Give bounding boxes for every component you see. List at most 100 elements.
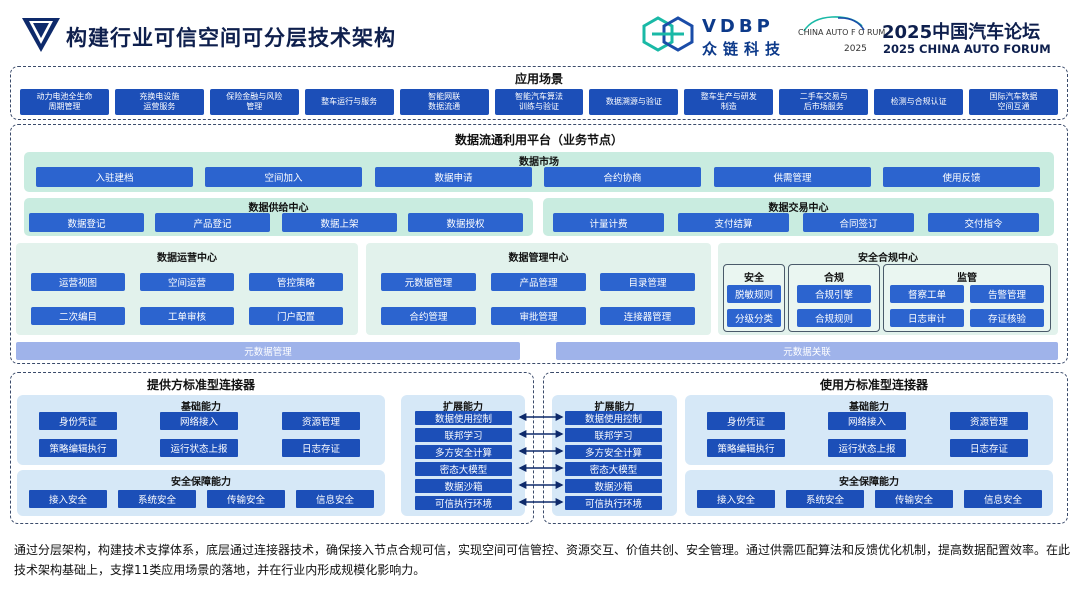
consumer-basic-item: 运行状态上报 bbox=[828, 439, 906, 457]
data-mgmt-title: 数据管理中心 bbox=[508, 253, 569, 264]
scene-item: 检测与合规认证 bbox=[874, 89, 964, 115]
consumer-security-item: 系统安全 bbox=[786, 490, 864, 508]
header: 构建行业可信空间可分层技术架构 VDBP 众链科技 CHINA AUTO F O… bbox=[0, 0, 1080, 62]
provider-basic-item: 网络接入 bbox=[160, 412, 238, 430]
consumer-ext-item: 联邦学习 bbox=[565, 428, 662, 442]
provider-basic-item: 策略编辑执行 bbox=[39, 439, 117, 457]
consumer-basic-item: 策略编辑执行 bbox=[707, 439, 785, 457]
market-item: 合约协商 bbox=[544, 167, 701, 187]
market-item: 空间加入 bbox=[205, 167, 362, 187]
ops-item: 工单审核 bbox=[140, 307, 234, 325]
consumer-ext-item: 数据沙箱 bbox=[565, 479, 662, 493]
consumer-ext-panel: 扩展能力 数据使用控制 联邦学习 多方安全计算 密态大模型 数据沙箱 可信执行环… bbox=[552, 395, 677, 516]
consumer-security-title: 安全保障能力 bbox=[839, 477, 899, 488]
consumer-connector-section: 使用方标准型连接器 扩展能力 数据使用控制 联邦学习 多方安全计算 密态大模型 … bbox=[543, 372, 1068, 524]
consumer-basic-item: 网络接入 bbox=[828, 412, 906, 430]
mgmt-item: 目录管理 bbox=[600, 273, 695, 291]
data-trade-panel: 数据交易中心 计量计费 支付结算 合同签订 交付指令 bbox=[543, 198, 1054, 236]
supervision-item: 告警管理 bbox=[970, 285, 1044, 303]
title-triangle-icon bbox=[22, 18, 60, 52]
consumer-security-panel: 安全保障能力 接入安全 系统安全 传输安全 信息安全 bbox=[685, 470, 1053, 516]
consumer-basic-item: 身份凭证 bbox=[707, 412, 785, 430]
provider-basic-item: 身份凭证 bbox=[39, 412, 117, 430]
consumer-security-item: 信息安全 bbox=[964, 490, 1042, 508]
forum-badge-year: 2025 bbox=[844, 44, 867, 54]
market-item: 供需管理 bbox=[714, 167, 871, 187]
mgmt-item: 审批管理 bbox=[491, 307, 586, 325]
consumer-security-item: 接入安全 bbox=[697, 490, 775, 508]
compliance-panel: 安全合规中心 安全 脱敏规则 分级分类 合规 合规引擎 合规规则 监管 督察工单… bbox=[718, 243, 1058, 335]
provider-connector-title: 提供方标准型连接器 bbox=[146, 378, 255, 392]
scene-item: 充换电设施 运营服务 bbox=[114, 89, 204, 115]
consumer-basic-panel: 基础能力 身份凭证 网络接入 资源管理 策略编辑执行 运行状态上报 日志存证 bbox=[685, 395, 1053, 465]
consumer-basic-item: 日志存证 bbox=[950, 439, 1028, 457]
scene-item: 数据溯源与验证 bbox=[589, 89, 679, 115]
consumer-security-item: 传输安全 bbox=[875, 490, 953, 508]
supply-item: 数据登记 bbox=[29, 213, 144, 232]
data-ops-panel: 数据运营中心 运营视图 空间运营 管控策略 二次编目 工单审核 门户配置 bbox=[16, 243, 358, 335]
market-item: 数据申请 bbox=[375, 167, 532, 187]
supply-item: 数据授权 bbox=[408, 213, 523, 232]
provider-security-item: 系统安全 bbox=[118, 490, 196, 508]
compliance-group: 合规 合规引擎 合规规则 bbox=[788, 264, 880, 332]
provider-ext-item: 密态大模型 bbox=[415, 462, 512, 476]
vdbp-logo: VDBP 众链科技 bbox=[642, 14, 792, 58]
mgmt-item: 产品管理 bbox=[491, 273, 586, 291]
ops-item: 管控策略 bbox=[249, 273, 343, 291]
data-platform-title: 数据流通利用平台（业务节点） bbox=[454, 133, 623, 147]
provider-basic-item: 运行状态上报 bbox=[160, 439, 238, 457]
ops-item: 门户配置 bbox=[249, 307, 343, 325]
security-group-title: 安全 bbox=[744, 273, 764, 284]
metadata-link-bar: 元数据关联 bbox=[556, 342, 1058, 360]
compliance-item: 合规规则 bbox=[797, 309, 871, 327]
vdbp-logo-en: VDBP bbox=[702, 16, 774, 37]
provider-ext-item: 多方安全计算 bbox=[415, 445, 512, 459]
consumer-basic-item: 资源管理 bbox=[950, 412, 1028, 430]
provider-ext-item: 数据使用控制 bbox=[415, 411, 512, 425]
supply-item: 产品登记 bbox=[155, 213, 270, 232]
footer-description: 通过分层架构，构建技术支撑体系，底层通过连接器技术，确保接入节点合规可信，实现空… bbox=[14, 543, 1071, 577]
provider-security-item: 传输安全 bbox=[207, 490, 285, 508]
ops-item: 二次编目 bbox=[31, 307, 125, 325]
supervision-group: 监管 督察工单 告警管理 日志审计 存证核验 bbox=[883, 264, 1051, 332]
data-market-panel: 数据市场 入驻建档 空间加入 数据申请 合约协商 供需管理 使用反馈 bbox=[24, 152, 1054, 192]
provider-security-item: 接入安全 bbox=[29, 490, 107, 508]
supervision-item: 存证核验 bbox=[970, 309, 1044, 327]
ops-item: 空间运营 bbox=[140, 273, 234, 291]
supervision-group-title: 监管 bbox=[957, 273, 977, 284]
mgmt-item: 合约管理 bbox=[381, 307, 476, 325]
scene-item: 二手车交易与 后市场服务 bbox=[779, 89, 869, 115]
trade-item: 支付结算 bbox=[678, 213, 789, 232]
china-auto-forum-badge: CHINA AUTO F O RUM 2025 bbox=[798, 14, 885, 56]
provider-security-panel: 安全保障能力 接入安全 系统安全 传输安全 信息安全 bbox=[17, 470, 385, 516]
provider-connector-section: 提供方标准型连接器 基础能力 身份凭证 网络接入 资源管理 策略编辑执行 运行状… bbox=[10, 372, 534, 524]
provider-ext-item: 可信执行环境 bbox=[415, 496, 512, 510]
provider-ext-title: 扩展能力 bbox=[443, 402, 483, 413]
data-platform-section: 数据流通利用平台（业务节点） 数据市场 入驻建档 空间加入 数据申请 合约协商 … bbox=[10, 124, 1068, 364]
data-trade-title: 数据交易中心 bbox=[768, 203, 829, 214]
forum-title-cn: 2025中国汽车论坛 bbox=[882, 22, 1041, 43]
provider-security-title: 安全保障能力 bbox=[171, 477, 231, 488]
mgmt-item: 连接器管理 bbox=[600, 307, 695, 325]
provider-basic-item: 资源管理 bbox=[282, 412, 360, 430]
security-item: 脱敏规则 bbox=[727, 285, 781, 303]
market-item: 使用反馈 bbox=[883, 167, 1040, 187]
scene-item: 国际汽车数据 空间互通 bbox=[969, 89, 1058, 115]
provider-ext-item: 数据沙箱 bbox=[415, 479, 512, 493]
scene-item: 保险金融与风险 管理 bbox=[209, 89, 299, 115]
data-supply-title: 数据供给中心 bbox=[248, 203, 309, 214]
supply-item: 数据上架 bbox=[282, 213, 397, 232]
scene-item: 动力电池全生命 周期管理 bbox=[20, 89, 109, 115]
provider-basic-panel: 基础能力 身份凭证 网络接入 资源管理 策略编辑执行 运行状态上报 日志存证 bbox=[17, 395, 385, 465]
consumer-connector-title: 使用方标准型连接器 bbox=[819, 378, 928, 392]
metadata-management-bar: 元数据管理 bbox=[16, 342, 520, 360]
provider-ext-item: 联邦学习 bbox=[415, 428, 512, 442]
compliance-item: 合规引擎 bbox=[797, 285, 871, 303]
scene-item: 智能汽车算法 训练与验证 bbox=[494, 89, 584, 115]
supervision-item: 督察工单 bbox=[890, 285, 964, 303]
data-mgmt-panel: 数据管理中心 元数据管理 产品管理 目录管理 合约管理 审批管理 连接器管理 bbox=[366, 243, 711, 335]
data-market-title: 数据市场 bbox=[519, 157, 559, 168]
page-title: 构建行业可信空间可分层技术架构 bbox=[66, 26, 396, 50]
supervision-item: 日志审计 bbox=[890, 309, 964, 327]
application-scenes-title: 应用场景 bbox=[514, 72, 563, 86]
